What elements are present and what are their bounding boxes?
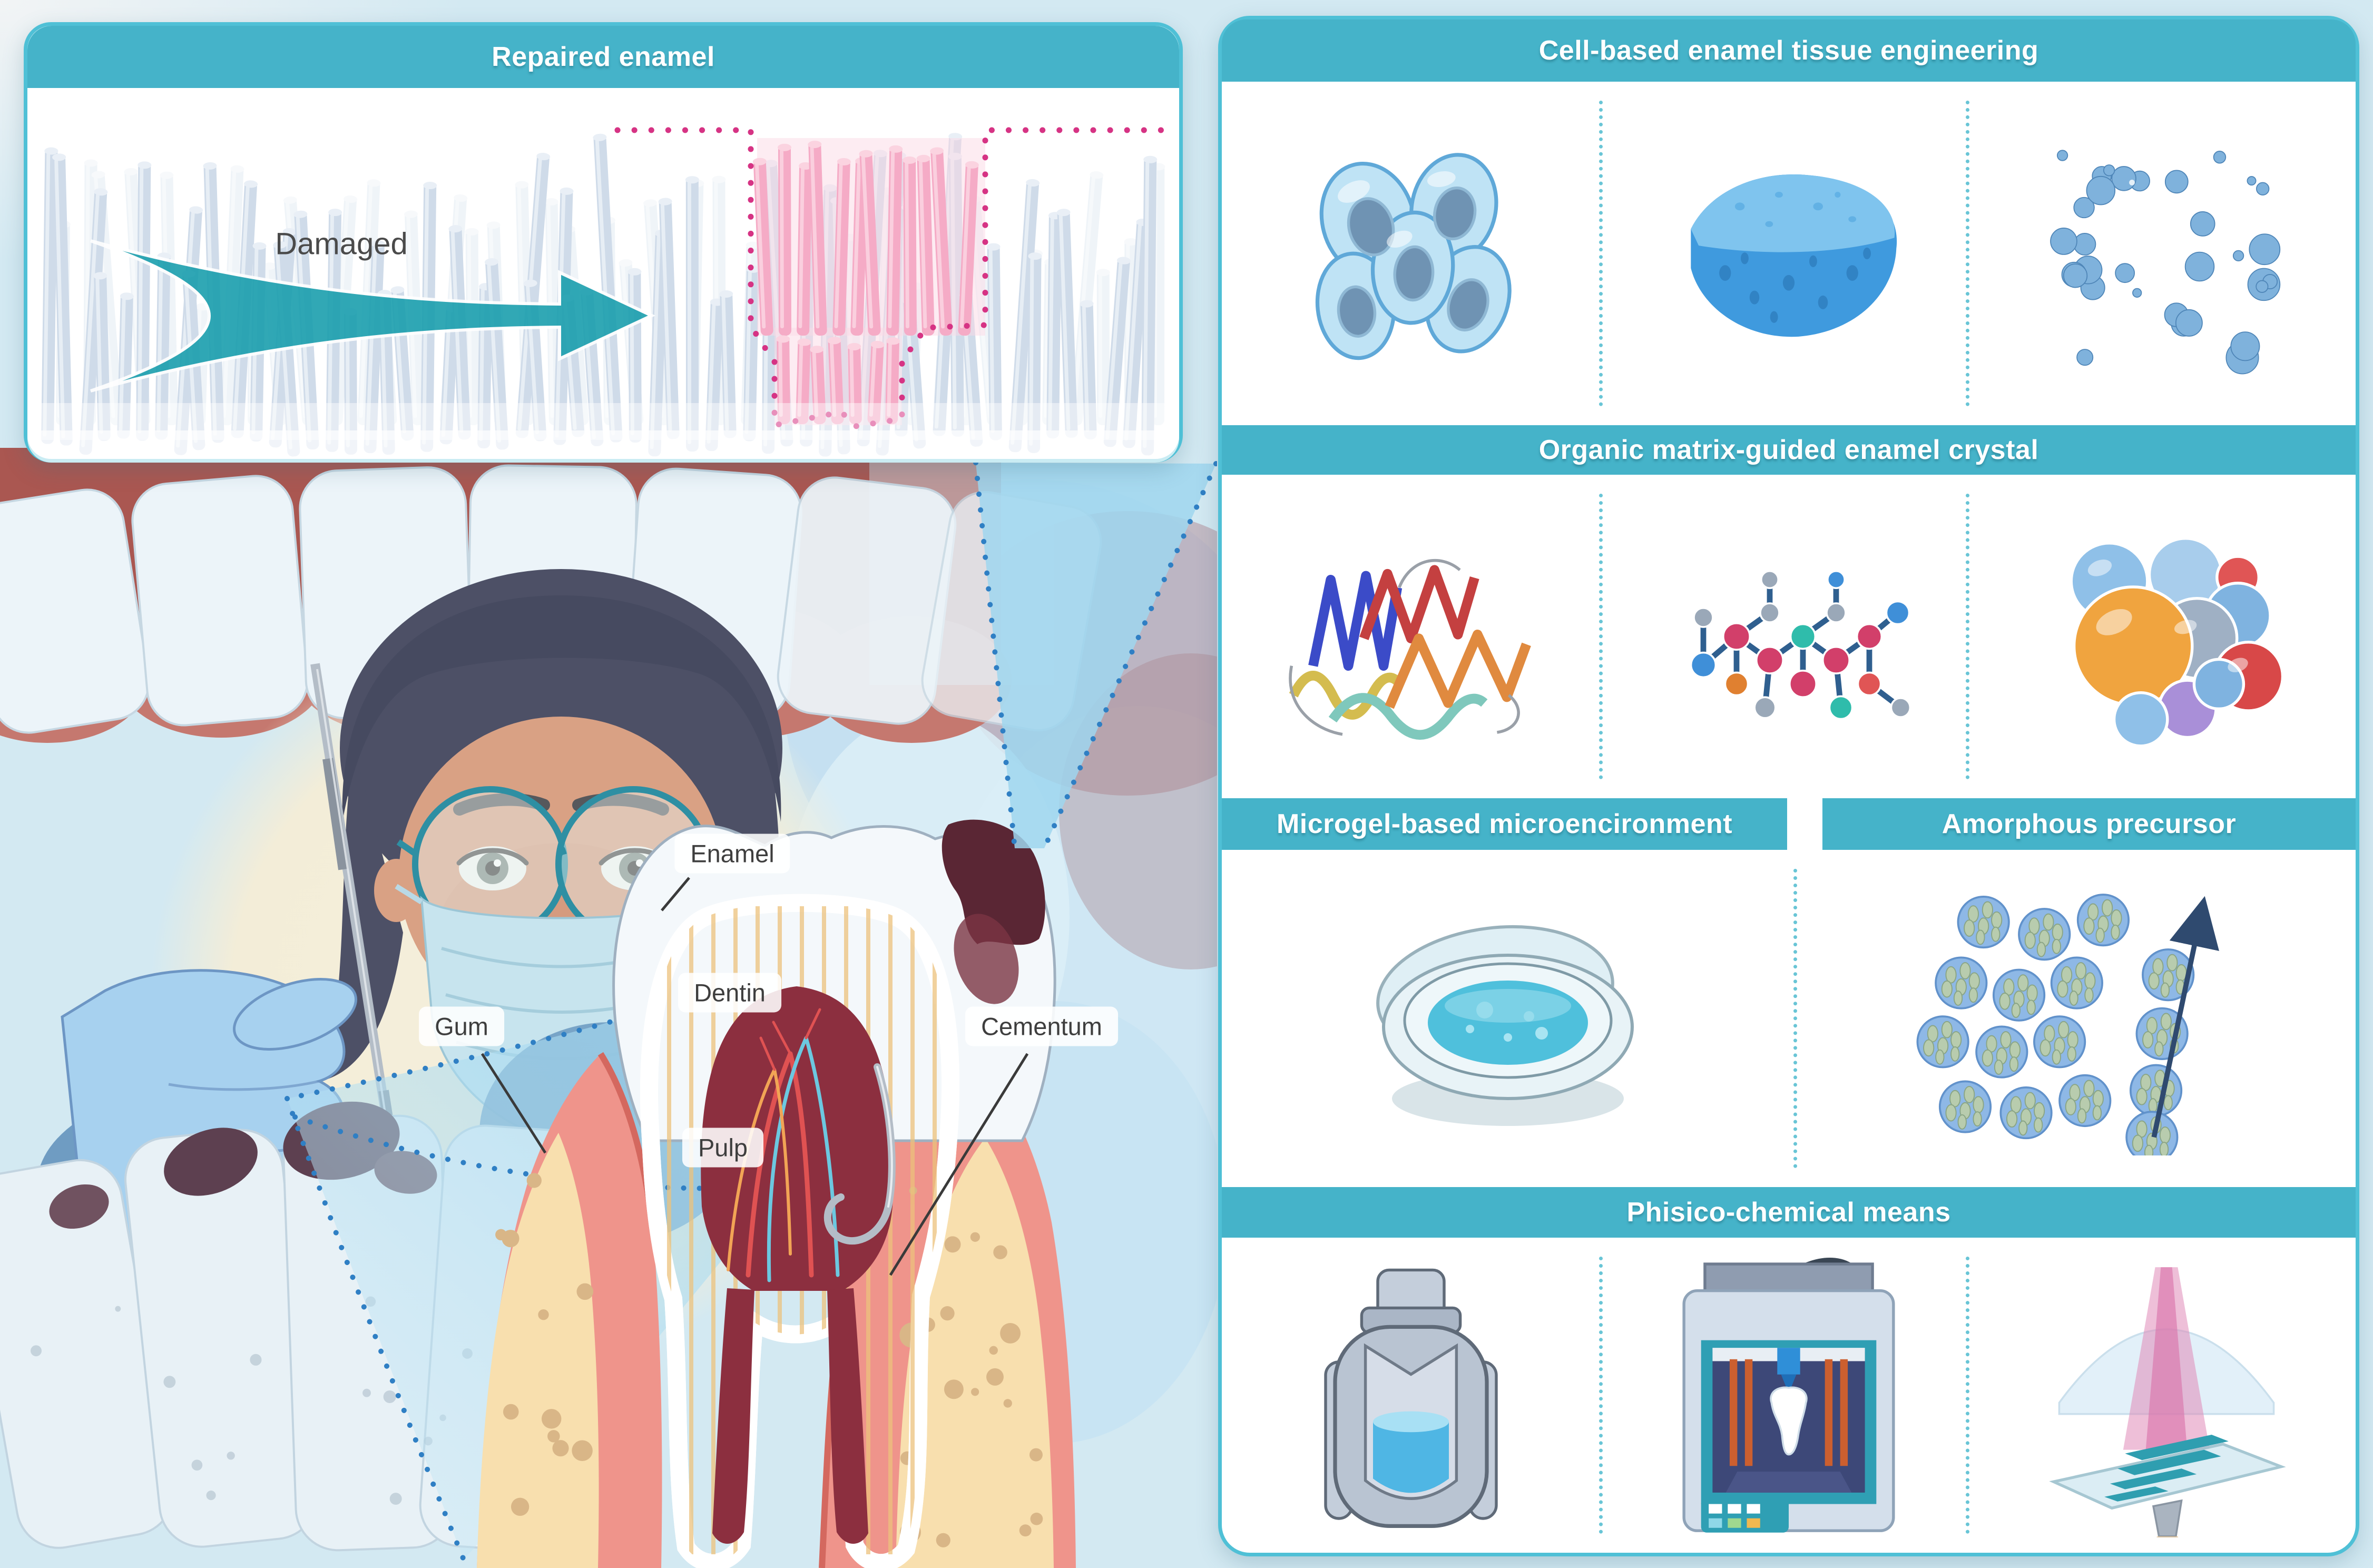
ball-stick-molecule-icon — [1690, 570, 1911, 720]
row-cell-based — [1222, 82, 2356, 425]
repaired-pink-rods — [752, 141, 979, 425]
section-header-physico: Phisico-chemical means — [1222, 1187, 2356, 1238]
pulp-label: Pulp — [682, 1128, 764, 1168]
pulp-chamber — [701, 986, 894, 1544]
section-title: Phisico-chemical means — [1626, 1197, 1951, 1228]
laser-sintering-icon — [2049, 1267, 2287, 1537]
section-header-cell-based: Cell-based enamel tissue engineering — [1222, 19, 2356, 82]
gum-and-bone-left — [477, 1052, 662, 1568]
strategies-panel: Cell-based enamel tissue engineering — [1218, 16, 2359, 1556]
protein-assembly-icon — [2070, 537, 2284, 748]
section-title: Amorphous precursor — [1941, 809, 2237, 839]
section-header-organic-matrix: Organic matrix-guided enamel crystal — [1222, 425, 2356, 475]
section-header-microgel: Microgel-based microencironment — [1222, 798, 1787, 850]
gum-label: Gum — [419, 1006, 504, 1046]
row-organic-matrix — [1222, 475, 2356, 798]
section-title: Organic matrix-guided enamel crystal — [1538, 435, 2039, 465]
microgel-clusters-arrow-icon — [1916, 894, 2219, 1155]
stem-cells-icon — [1315, 153, 1512, 360]
section-header-amorphous: Amorphous precursor — [1822, 798, 2356, 850]
repaired-enamel-header: Repaired enamel — [27, 26, 1179, 88]
enamel-label: Enamel — [674, 834, 790, 874]
nanoparticles-icon — [2050, 150, 2281, 375]
3d-printer-icon — [1682, 1257, 1895, 1533]
repair-funnel-up — [973, 460, 1217, 851]
section-title: Cell-based enamel tissue engineering — [1538, 35, 2039, 66]
row-microgel-amorphous — [1222, 850, 2356, 1187]
damaged-label: Damaged — [275, 227, 408, 261]
dental-scene-illustration — [0, 443, 1217, 1568]
section-title: Microgel-based microencironment — [1276, 809, 1733, 839]
caries-lesion — [942, 819, 1045, 1004]
cementum-label: Cementum — [965, 1006, 1118, 1046]
repaired-region-dotted-outline — [614, 127, 1179, 429]
repaired-enamel-title: Repaired enamel — [492, 42, 715, 72]
explorer-hook-icon — [823, 1063, 896, 1244]
protein-ribbon-icon — [1288, 558, 1531, 740]
dentin-label: Dentin — [678, 973, 781, 1013]
scaffold-icon — [1691, 174, 1897, 337]
remineralization-arrow — [90, 239, 656, 393]
petri-dish-icon — [1376, 925, 1634, 1126]
repaired-enamel-panel: Repaired enamel Damaged — [24, 22, 1183, 463]
hydrothermal-vessel-icon — [1323, 1268, 1498, 1528]
label-leader-lines — [481, 877, 1029, 1276]
enamel-rods-illustration — [27, 127, 1179, 463]
row-physico-chemical — [1222, 1238, 2356, 1553]
tooth-cross-section — [612, 819, 1056, 1568]
